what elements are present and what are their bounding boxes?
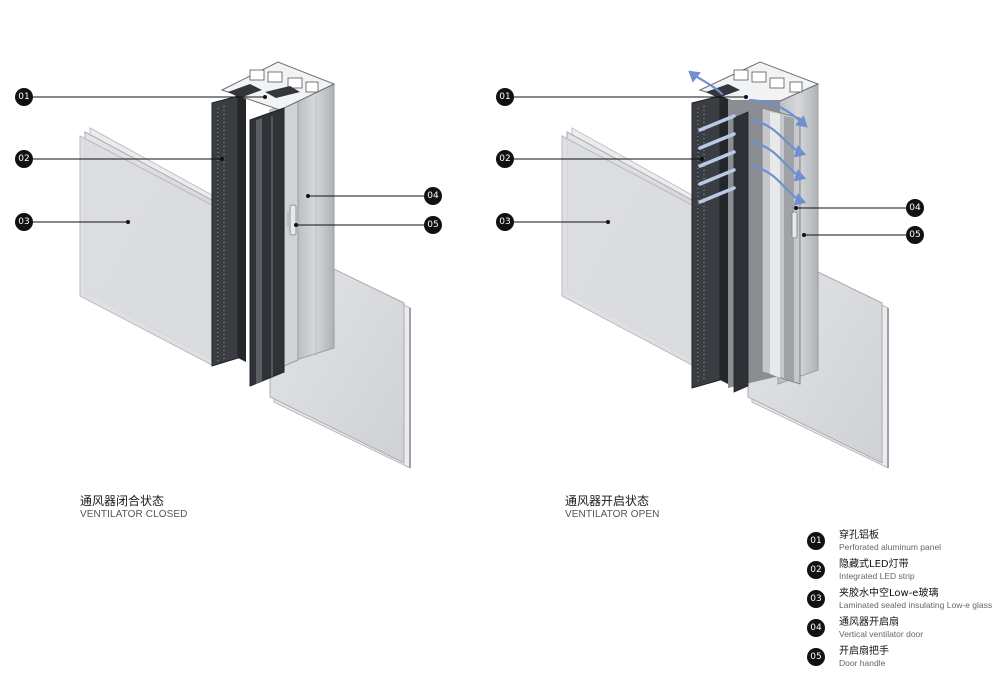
- svg-text:03: 03: [18, 217, 29, 227]
- badge-closed-04: 04: [424, 187, 442, 205]
- callouts-open: [514, 96, 906, 236]
- caption-closed-en: VENTILATOR CLOSED: [80, 509, 188, 520]
- badge-open-03: 03: [496, 213, 514, 231]
- ventilator-door-closed: [249, 107, 285, 387]
- legend-label-cn: 通风器开启扇: [839, 617, 899, 628]
- legend-item: 04 通风器开启扇 Vertical ventilator door: [806, 617, 999, 646]
- legend-badge: 01: [807, 532, 825, 550]
- badge-closed-02: 02: [15, 150, 33, 168]
- legend-label-en: Door handle: [839, 658, 886, 668]
- svg-text:04: 04: [427, 191, 439, 201]
- caption-open: 通风器开启状态 VENTILATOR OPEN: [565, 494, 659, 521]
- airflow-arrows: [688, 70, 808, 206]
- legend-label-cn: 开启扇把手: [839, 646, 889, 657]
- ventilator-door-open: [761, 107, 801, 385]
- inflow-lines: [698, 114, 736, 204]
- legend-item: 02 隐藏式LED灯带 Integrated LED strip: [806, 559, 999, 588]
- legend-badge: 02: [807, 561, 825, 579]
- svg-text:04: 04: [909, 203, 921, 213]
- badge-open-02: 02: [496, 150, 514, 168]
- legend-label-cn: 夹胶水中空Low-e玻璃: [839, 588, 939, 599]
- legend-label-cn: 穿孔铝板: [839, 530, 879, 541]
- legend-label-en: Vertical ventilator door: [839, 629, 924, 639]
- legend-item: 03 夹胶水中空Low-e玻璃 Laminated sealed insulat…: [806, 588, 999, 617]
- badge-open-01: 01: [496, 88, 514, 106]
- door-handle-open: [791, 211, 798, 239]
- legend-label-en: Laminated sealed insulating Low-e glass: [839, 600, 993, 610]
- legend-label-en: Perforated aluminum panel: [839, 542, 942, 552]
- legend-item: 01 穿孔铝板 Perforated aluminum panel: [806, 530, 999, 559]
- glass-pane-upper-open: [561, 127, 693, 366]
- svg-text:03: 03: [499, 217, 510, 227]
- open-state-illustration: [561, 61, 889, 469]
- svg-text:01: 01: [499, 92, 510, 102]
- caption-closed: 通风器闭合状态 VENTILATOR CLOSED: [80, 494, 187, 521]
- legend-badge: 03: [807, 590, 825, 608]
- legend-badge: 04: [807, 619, 825, 637]
- svg-text:02: 02: [499, 154, 510, 164]
- legend-item: 05 开启扇把手 Door handle: [806, 646, 999, 675]
- door-handle-closed: [287, 204, 297, 236]
- closed-state-illustration: [79, 61, 411, 469]
- caption-closed-cn: 通风器闭合状态: [80, 494, 165, 508]
- badge-open-04: 04: [906, 199, 924, 217]
- legend-label-en: Integrated LED strip: [839, 571, 915, 581]
- svg-text:05: 05: [427, 220, 438, 230]
- glass-pane-upper: [79, 127, 213, 366]
- badge-closed-03: 03: [15, 213, 33, 231]
- badge-open-05: 05: [906, 226, 924, 244]
- badge-closed-05: 05: [424, 216, 442, 234]
- legend: 01 穿孔铝板 Perforated aluminum panel 02 隐藏式…: [806, 530, 999, 675]
- legend-badge: 05: [807, 648, 825, 666]
- svg-text:05: 05: [909, 230, 920, 240]
- svg-text:01: 01: [18, 92, 29, 102]
- perforated-panel-open: [691, 95, 749, 393]
- caption-open-cn: 通风器开启状态: [565, 494, 650, 508]
- caption-open-en: VENTILATOR OPEN: [565, 509, 660, 520]
- badge-closed-01: 01: [15, 88, 33, 106]
- svg-text:02: 02: [18, 154, 29, 164]
- perforated-panel-closed: [211, 95, 246, 367]
- callouts-closed: [33, 96, 424, 226]
- callout-dots: [126, 95, 806, 237]
- legend-label-cn: 隐藏式LED灯带: [839, 559, 909, 570]
